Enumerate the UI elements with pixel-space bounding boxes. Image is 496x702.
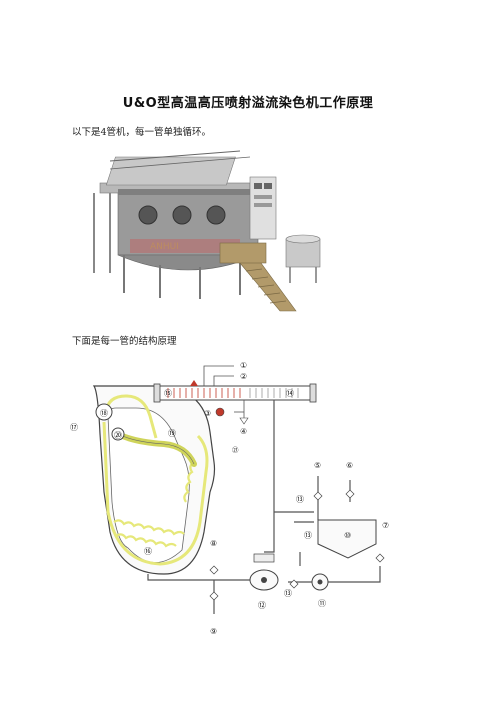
valves xyxy=(209,489,385,601)
svg-text:ANHUI: ANHUI xyxy=(150,242,179,252)
label-18: ⑱ xyxy=(100,409,108,418)
structure-diagram: ① ② ③ ④ ⑤ ⑥ ⑦ ⑧ ⑨ ⑩ ⑪ ⑫ ⑬ ⑬ ⑬ ⑭ ⑮ ⑯ ⑰ ⑱ … xyxy=(70,361,389,636)
heat-exchanger xyxy=(153,380,317,403)
fabric-loop xyxy=(102,394,209,566)
main-pump xyxy=(249,553,279,591)
control-cabinet xyxy=(249,176,277,240)
label-3: ③ xyxy=(204,409,211,418)
machine-photo: ANHUI xyxy=(90,143,338,323)
intro-paragraph: 以下是4管机，每一管单独循环。 xyxy=(72,127,212,138)
machine-gantry xyxy=(93,150,251,273)
label-15: ⑮ xyxy=(164,389,172,398)
document-title: U&O型高温高压喷射溢流染色机工作原理 xyxy=(122,96,374,111)
label-11: ⑪ xyxy=(318,599,326,608)
label-9: ⑨ xyxy=(210,627,217,636)
label-2: ② xyxy=(240,372,247,381)
structure-paragraph: 下面是每一管的结构原理 xyxy=(72,336,177,347)
side-tank xyxy=(285,234,321,283)
label-13a: ⑬ xyxy=(296,495,304,504)
label-6: ⑥ xyxy=(346,461,353,470)
machine-stairs xyxy=(219,242,297,312)
auxiliary-pump xyxy=(311,573,329,591)
label-12: ⑫ xyxy=(258,601,266,610)
label-10: ⑩ xyxy=(344,531,351,540)
machine-legs xyxy=(123,255,241,299)
label-20: ⑳ xyxy=(114,431,122,440)
label-13c: ⑬ xyxy=(284,589,292,598)
lift-roller xyxy=(95,403,113,421)
circulation-pipes xyxy=(147,400,381,614)
label-4: ④ xyxy=(240,427,247,436)
guide-roller xyxy=(111,427,125,441)
addition-tank xyxy=(317,519,377,559)
label-1: ① xyxy=(240,361,247,370)
label-19: ⑲ xyxy=(168,429,176,438)
label-8: ⑧ xyxy=(210,539,217,548)
label-7: ⑦ xyxy=(382,521,389,530)
label-16: ⑯ xyxy=(144,547,152,556)
label-5: ⑤ xyxy=(314,461,321,470)
label-17: ⑰ xyxy=(70,423,78,432)
label-14: ⑭ xyxy=(286,389,294,398)
label-21: ㉑ xyxy=(232,446,239,454)
label-13b: ⑬ xyxy=(304,531,312,540)
